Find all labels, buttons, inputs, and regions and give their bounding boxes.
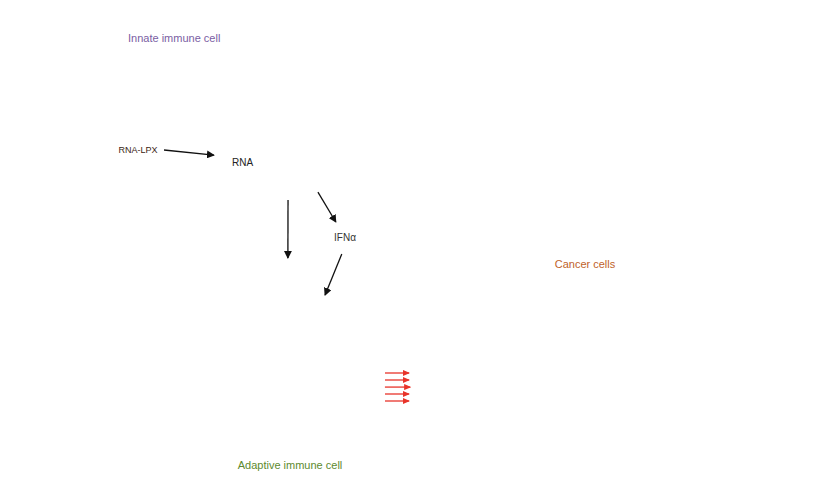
innate-immune-cell: Innate immune cellRNA xyxy=(100,0,440,245)
cell-label: Innate immune cell xyxy=(128,32,220,45)
signal-arrow xyxy=(164,150,214,155)
ifn-alpha: IFNα xyxy=(322,222,368,254)
rna-lpx-particle: RNA-LPX xyxy=(112,124,164,176)
molecule-label: RNA xyxy=(232,157,253,169)
cancer-cells: Cancer cells xyxy=(440,255,730,480)
signal-arrow xyxy=(318,192,336,222)
adaptive-cell-shape xyxy=(185,255,395,480)
particle-label: RNA-LPX xyxy=(118,145,157,155)
adaptive-immune-cell: Adaptive immune cell xyxy=(185,255,395,480)
cancer-cell-cluster xyxy=(440,255,730,480)
signal-arrow xyxy=(325,254,342,295)
signal-arrow xyxy=(385,386,410,387)
cluster-label: Cancer cells xyxy=(555,258,616,271)
signal-arrow xyxy=(287,200,288,258)
cytokine-label: IFNα xyxy=(334,232,356,244)
extra-signal-arrows xyxy=(385,373,409,401)
cell-label: Adaptive immune cell xyxy=(238,459,343,472)
